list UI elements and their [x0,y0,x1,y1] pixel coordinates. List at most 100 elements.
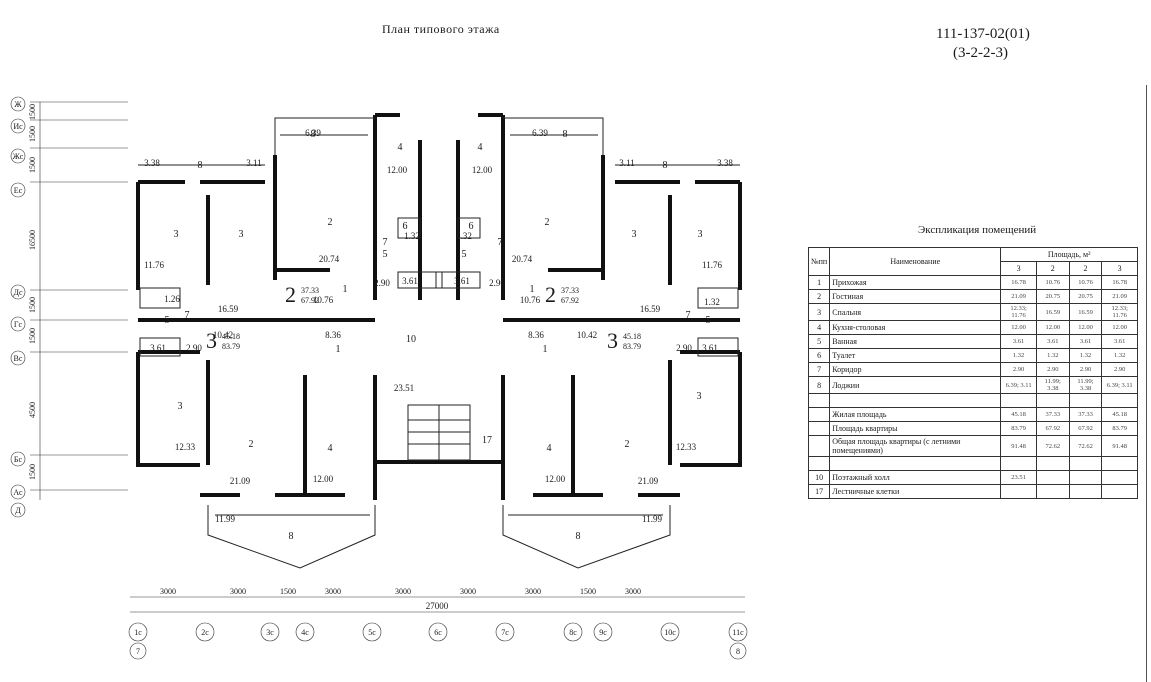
axis-label: Жс [13,152,24,161]
row-value: 16.78 [1000,275,1037,290]
dimension-label: 1500 [28,157,37,173]
row-name: Площадь квартиры [829,421,1002,436]
room-number: 1 [543,344,548,355]
empty-cell [1101,456,1138,471]
row-value: 6.39; 3.11 [1101,376,1138,394]
axis-marker [10,148,26,164]
row-number: 8 [807,376,831,394]
sheet-border [1146,85,1147,682]
row-value: 12.00 [1035,320,1070,335]
empty-cell [1068,393,1103,408]
room-area: 8.36 [325,330,341,340]
row-value [1000,484,1037,499]
dimension-label: 3000 [525,587,541,596]
row-value: 1.32 [1068,348,1103,363]
axis-marker [563,622,583,642]
room-number: 7 [185,310,190,321]
col-name-header: Наименование [829,247,1002,276]
row-value: 67.92 [1035,421,1070,436]
empty-cell [1035,456,1070,471]
room-number: 5 [462,249,467,260]
row-value: 83.79 [1000,421,1037,436]
axis-label: Ис [13,122,23,131]
room-area: 3.11 [246,158,261,168]
apartment-type: 2 [545,282,556,307]
room-number: 17 [482,435,492,446]
room-number: 8 [289,531,294,542]
dimension-label: 3000 [395,587,411,596]
spacer-row [807,456,1138,471]
axis-label: 2с [201,628,209,637]
row-name: Лоджии [829,376,1002,394]
row-value: 10.76 [1035,275,1070,290]
row-value: 12.00 [1101,320,1138,335]
empty-cell [1000,393,1037,408]
room-number: 7 [498,237,503,248]
room-area: 21.09 [230,476,251,486]
axis-marker [10,316,26,332]
room-number: 2 [625,439,630,450]
dimension-label: 1500 [28,104,37,120]
axis-marker [10,502,26,518]
empty-cell [1068,484,1103,499]
room-number: 6 [469,221,474,232]
room-number: 6 [403,221,408,232]
axis-marker [728,622,748,642]
apartment-total-area: 67.92 [561,296,579,305]
dimension-label: 1500 [28,328,37,344]
row-value: 2.90 [1068,362,1103,377]
row-value: 2.90 [1101,362,1138,377]
row-name: Жилая площадь [829,407,1002,422]
row-value: 16.59 [1035,303,1070,321]
apartment-total-area: 67.92 [301,296,319,305]
room-area: 3.61 [402,276,418,286]
row-value: 12.33; 11.76 [1000,303,1037,321]
room-number: 4 [398,142,403,153]
apartment-living-area: 37.33 [301,286,319,295]
empty-cell [1101,393,1138,408]
total-dimension: 27000 [426,601,449,611]
axis-marker [660,622,680,642]
area-col-header: 2 [1035,261,1070,276]
axis-label: 9с [599,628,607,637]
room-area: 6.39 [305,128,321,138]
apartment-type: 3 [206,328,217,353]
room-number: 8 [663,160,668,171]
axis-marker [10,118,26,134]
dimension-label: 4500 [28,402,37,418]
axis-marker [10,484,26,500]
room-area: 3.61 [150,343,166,353]
empty-cell [1000,456,1037,471]
axis-label: 7с [501,628,509,637]
row-number: 3 [807,303,831,321]
row-number [807,435,831,457]
row-number [807,407,831,422]
apartment-total-area: 83.79 [222,342,240,351]
axis-marker [295,622,315,642]
row-value: 2.90 [1035,362,1070,377]
room-number: 2 [545,217,550,228]
axis-marker [362,622,382,642]
room-number: 1 [530,284,535,295]
row-value: 1.32 [1035,348,1070,363]
row-value: 1.32 [1000,348,1037,363]
room-number: 3 [178,401,183,412]
row-value: 72.62 [1068,435,1103,457]
room-number: 7 [383,237,388,248]
axis-label: 11с [732,628,744,637]
apartment-living-area: 37.33 [561,286,579,295]
axis-label: 3с [266,628,274,637]
room-area: 10.42 [213,330,233,340]
row-number: 4 [807,320,831,335]
axis-marker [10,182,26,198]
row-name: Ванная [829,334,1002,349]
room-area: 20.74 [512,254,533,264]
room-area: 3.38 [144,158,160,168]
empty-cell [829,393,1002,408]
